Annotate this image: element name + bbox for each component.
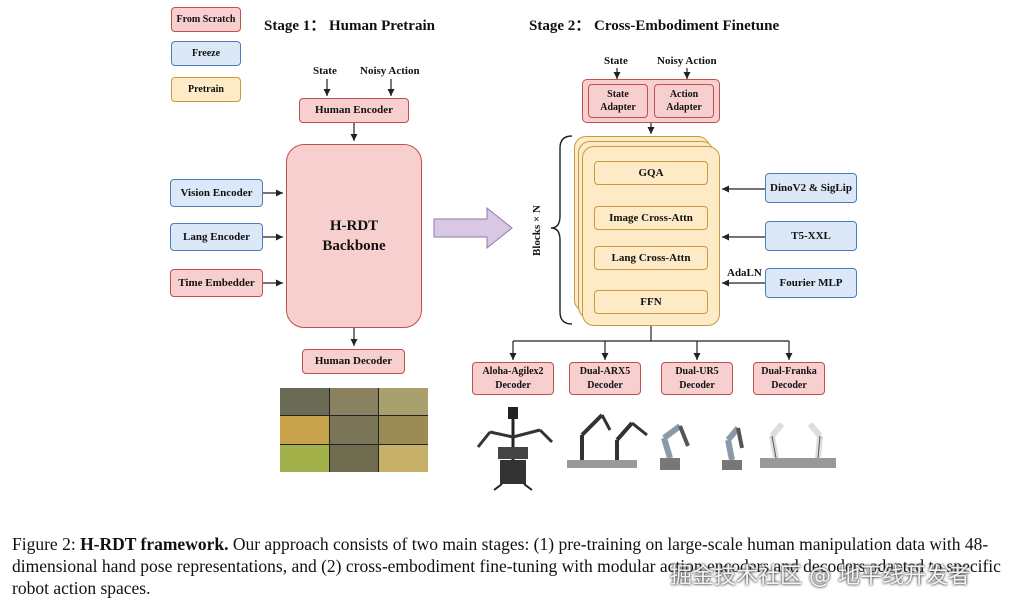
- decoder-suffix: Decoder: [587, 379, 623, 391]
- stage1-noisy-action-label: Noisy Action: [360, 65, 420, 77]
- t5-xxl-encoder: T5-XXL: [765, 221, 857, 251]
- figure-caption: Figure 2: H-RDT framework. Our approach …: [12, 533, 1017, 599]
- ffn-layer: FFN: [594, 290, 708, 314]
- lang-cross-attn-layer: Lang Cross-Attn: [594, 246, 708, 270]
- decoder-dual-arx5: Dual-ARX5 Decoder: [569, 362, 641, 395]
- robot-dual-ur5-image-left: [660, 423, 690, 470]
- image-cross-attn-layer: Image Cross-Attn: [594, 206, 708, 230]
- robot-dual-ur5-image-right: [722, 426, 744, 470]
- lang-encoder: Lang Encoder: [170, 223, 263, 251]
- video-frame: [379, 416, 428, 444]
- backbone-line1: H-RDT: [329, 217, 379, 234]
- vision-encoder: Vision Encoder: [170, 179, 263, 207]
- backbone-line2: Backbone: [322, 238, 386, 254]
- stage1-title: Stage 1： Human Pretrain: [264, 18, 435, 34]
- action-adapter: Action Adapter: [654, 84, 714, 118]
- stage2-state-label: State: [604, 55, 628, 67]
- robot-aloha-agilex2-image: [476, 407, 554, 491]
- decoder-name: Dual-UR5: [675, 366, 719, 377]
- stage2-noisy-action-label: Noisy Action: [657, 55, 717, 67]
- video-frame: [329, 444, 379, 472]
- adapters-group: State Adapter Action Adapter: [582, 79, 720, 123]
- action-adapter-line1: Action: [669, 88, 699, 100]
- robot-dual-franka-image: [760, 422, 836, 468]
- decoder-name: Dual-Franka: [761, 366, 817, 377]
- video-frame: [329, 416, 379, 444]
- legend-pretrain: Pretrain: [171, 77, 241, 102]
- state-adapter-line1: State: [607, 88, 629, 100]
- dinov2-siglip-encoder: DinoV2 & SigLip: [765, 173, 857, 203]
- h-rdt-backbone: H-RDT Backbone: [286, 144, 422, 328]
- state-adapter-line2: Adapter: [600, 102, 636, 113]
- video-frame: [280, 444, 329, 472]
- decoder-suffix: Decoder: [495, 379, 531, 391]
- decoder-aloha-agilex2: Aloha-Agilex2 Decoder: [472, 362, 554, 395]
- video-frame: [280, 416, 329, 444]
- decoder-suffix: Decoder: [679, 379, 715, 391]
- video-frame: [379, 388, 428, 416]
- legend-freeze: Freeze: [171, 41, 241, 66]
- blocks-label: Blocks × N: [531, 205, 543, 256]
- human-decoder: Human Decoder: [302, 349, 405, 374]
- video-frame: [379, 444, 428, 472]
- caption-bold: H-RDT framework.: [80, 534, 229, 554]
- gqa-layer: GQA: [594, 161, 708, 185]
- stage1-state-label: State: [313, 65, 337, 77]
- decoder-name: Dual-ARX5: [579, 366, 631, 377]
- caption-prefix: Figure 2:: [12, 534, 81, 554]
- adaln-label: AdaLN: [727, 267, 762, 279]
- decoder-dual-ur5: Dual-UR5 Decoder: [661, 362, 733, 395]
- robot-dual-arx5-image: [567, 413, 648, 468]
- decoder-dual-franka: Dual-Franka Decoder: [753, 362, 825, 395]
- decoder-name: Aloha-Agilex2: [482, 366, 544, 377]
- fourier-mlp: Fourier MLP: [765, 268, 857, 298]
- stage2-title: Stage 2： Cross-Embodiment Finetune: [529, 18, 780, 34]
- video-frame: [329, 388, 379, 416]
- video-frame: [280, 388, 329, 416]
- legend-from-scratch: From Scratch: [171, 7, 241, 32]
- state-adapter: State Adapter: [588, 84, 648, 118]
- action-adapter-line2: Adapter: [666, 102, 702, 113]
- human-encoder: Human Encoder: [299, 98, 409, 123]
- time-embedder: Time Embedder: [170, 269, 263, 297]
- watermark: 掘金技术社区 @ 地平线开发者: [670, 564, 970, 589]
- decoder-suffix: Decoder: [771, 379, 807, 391]
- human-video-grid: [280, 388, 428, 472]
- caption-text: Our approach consists of two main stages…: [12, 534, 1001, 598]
